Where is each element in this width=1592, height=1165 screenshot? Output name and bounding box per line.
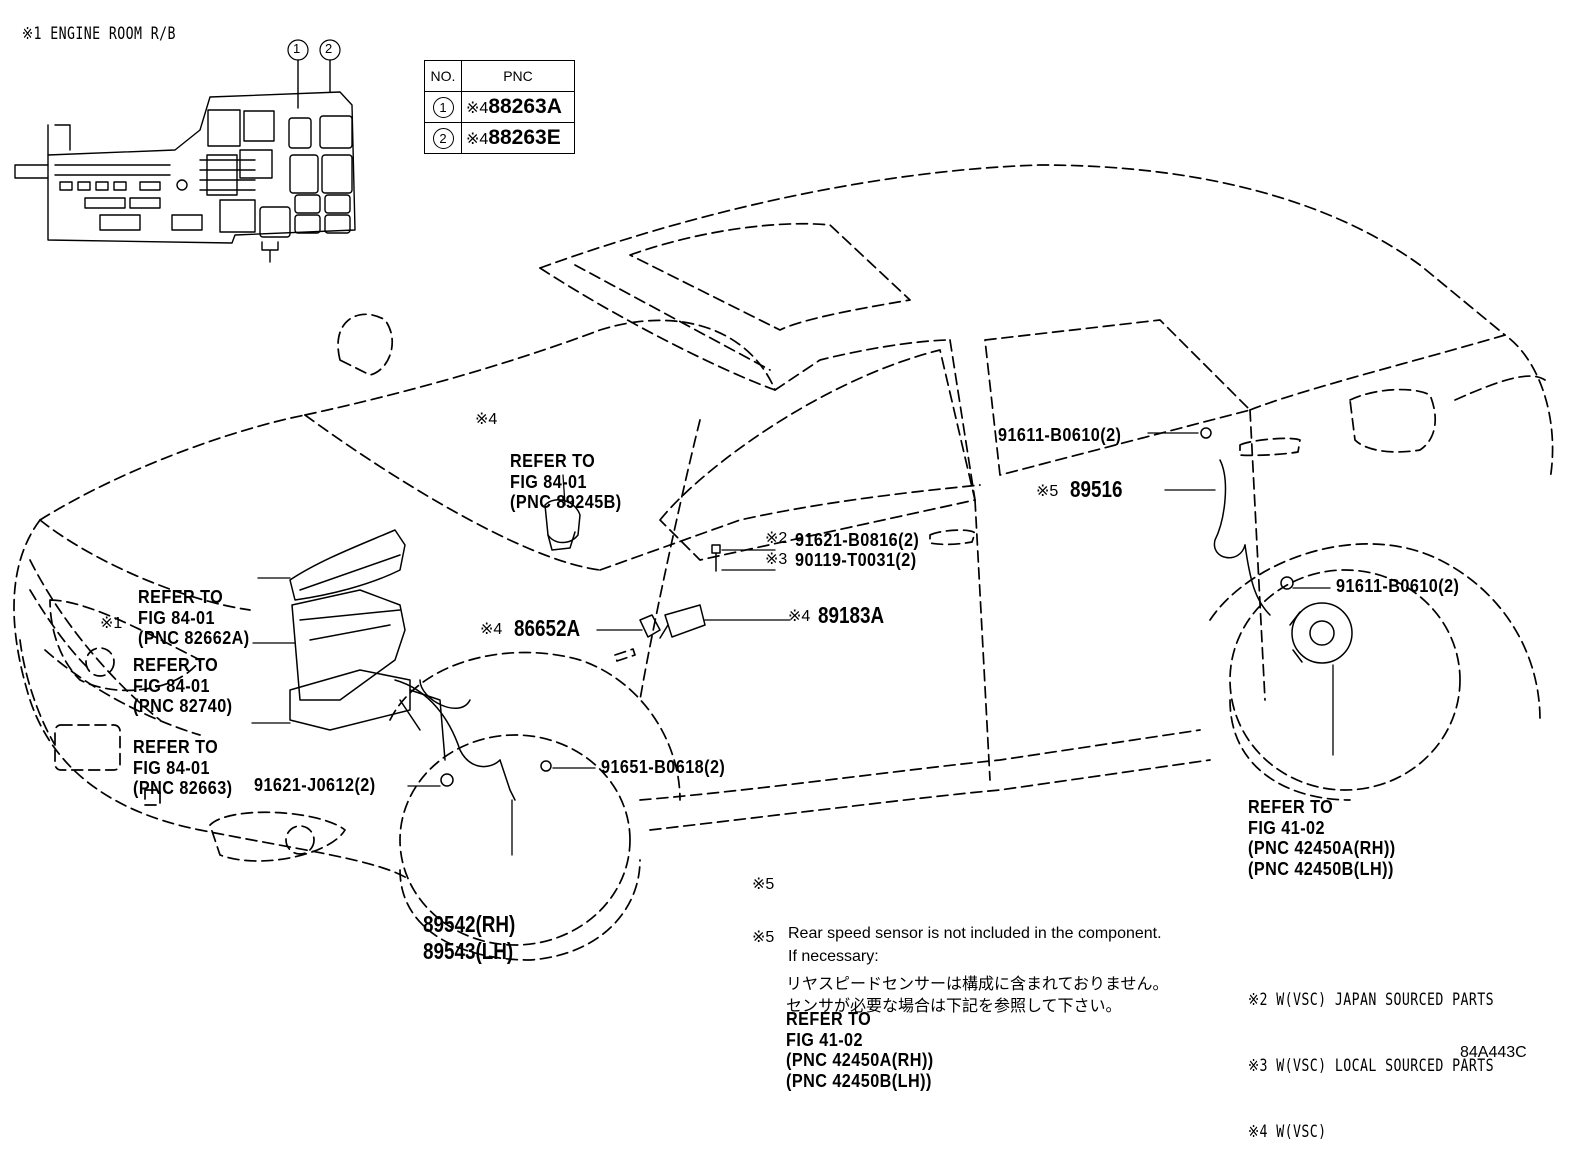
note-japanese: リヤスピードセンサーは構成に含まれておりません。センサが必要な場合は下記を参照し… <box>786 974 1169 1015</box>
pnc-table-header-pnc: PNC <box>461 60 575 92</box>
pnc-table: NO. PNC 1 ※488263A 2 ※488263E <box>424 60 575 154</box>
part-label-90119-t0031: 90119-T0031(2) <box>795 550 917 570</box>
part-label-89516: 89516 <box>1070 476 1123 502</box>
pnc-table-header-no: NO. <box>424 60 462 92</box>
note-mark: ※5 <box>752 929 775 946</box>
note-mark: ※5 <box>752 876 775 893</box>
pnc-table-header: NO. PNC <box>424 60 575 92</box>
callout-mark: ※4 <box>788 608 811 625</box>
pnc-row-mark: ※4 <box>466 100 489 117</box>
legend: ※2 W(VSC) JAPAN SOURCED PARTS ※3 W(VSC) … <box>1248 945 1494 1165</box>
note-english: Rear speed sensor is not included in the… <box>788 925 1162 965</box>
callout-mark: ※5 <box>1036 483 1059 500</box>
part-label-89542-89543: 89542(RH)89543(LH) <box>423 911 516 964</box>
pnc-row-value: 88263A <box>488 95 562 118</box>
callout-mark: ※3 <box>765 551 788 568</box>
part-label-86652a: 86652A <box>514 615 581 641</box>
part-label-91621-b0816: 91621-B0816(2) <box>795 530 920 550</box>
pnc-table-row: 2 ※488263E <box>424 122 575 154</box>
callout-mark: ※4 <box>475 411 498 428</box>
relay-callout-1: 1 <box>293 41 301 56</box>
pnc-row-no: 1 <box>432 96 454 118</box>
engine-room-relay-box <box>14 59 356 263</box>
legend-item: ※3 W(VSC) LOCAL SOURCED PARTS <box>1248 1056 1494 1076</box>
pnc-table-row: 1 ※488263A <box>424 91 575 123</box>
part-label-89183a: 89183A <box>818 602 885 628</box>
engine-room-title: ※1 ENGINE ROOM R/B <box>22 24 176 44</box>
part-label-91611-b0610-lower: 91611-B0610(2) <box>1336 576 1460 596</box>
legend-item: ※4 W(VSC) <box>1248 1122 1327 1142</box>
components <box>289 427 1353 801</box>
callout-mark: ※4 <box>480 621 503 638</box>
callout-mark: ※1 <box>100 615 123 632</box>
car-outline <box>13 164 1554 961</box>
pnc-row-mark: ※4 <box>466 131 489 148</box>
part-label-91651-b0618: 91651-B0618(2) <box>601 757 726 777</box>
part-label-91621-j0612: 91621-J0612(2) <box>254 775 376 795</box>
parts-diagram-drawing <box>13 39 1554 961</box>
pnc-row-value: 88263E <box>488 126 561 149</box>
callout-mark: ※2 <box>765 530 788 547</box>
legend-item: ※2 W(VSC) JAPAN SOURCED PARTS <box>1248 990 1494 1010</box>
relay-callout-2: 2 <box>325 41 333 56</box>
leader-lines <box>251 432 1334 856</box>
pnc-row-no: 2 <box>432 127 454 149</box>
part-label-91611-b0610-upper: 91611-B0610(2) <box>998 425 1122 445</box>
figure-code: 84A443C <box>1460 1044 1527 1061</box>
